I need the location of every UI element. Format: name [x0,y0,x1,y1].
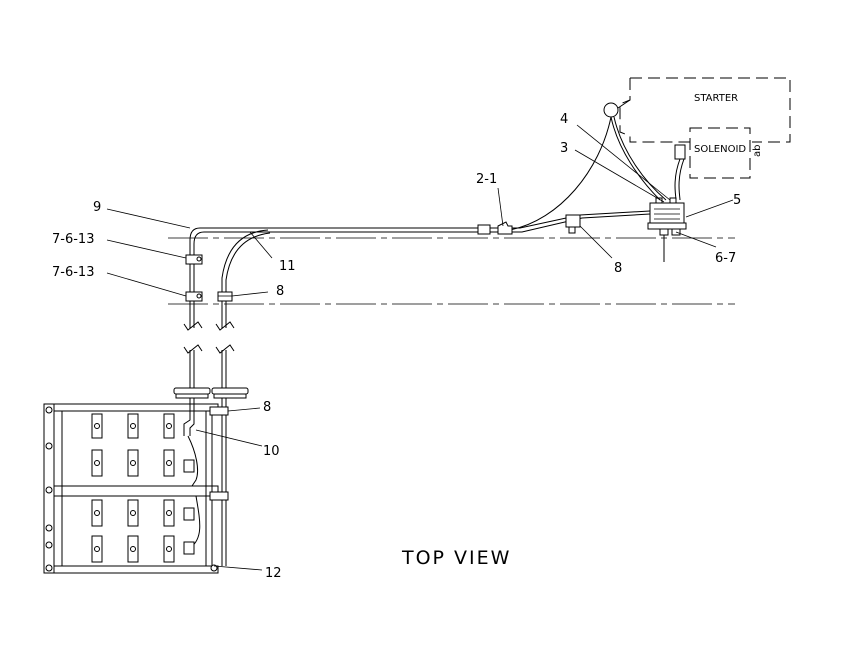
solenoid-side-mark: ab [752,145,763,157]
callout-11: 11 [279,259,296,274]
cable-breaks [183,321,235,388]
callout-9: 9 [93,200,101,215]
callout-2-1: 2-1 [476,172,497,187]
callout-12: 12 [265,566,282,581]
callout-3: 3 [560,141,568,156]
callout-10: 10 [263,444,280,459]
solenoid-label: SOLENOID [694,144,746,155]
clips-upper [185,254,233,302]
view-title: TOP VIEW [401,547,511,569]
starter-outline [603,77,791,143]
leader-lines [106,124,734,571]
callout-8-relay: 8 [614,261,622,276]
main-harness [189,210,651,328]
callout-7-6-13-upper: 7-6-13 [52,232,94,247]
junction-block [647,197,687,262]
grommets [173,387,249,399]
callout-4: 4 [560,112,568,127]
callout-5: 5 [733,193,741,208]
callout-6-7: 6-7 [715,251,736,266]
starter-cables [509,116,685,231]
callout-8-clip: 8 [276,284,284,299]
reference-lines [168,237,735,305]
battery-cables [183,398,229,566]
starter-label: STARTER [694,93,738,104]
callout-7-6-13-lower: 7-6-13 [52,265,94,280]
callout-8-box: 8 [263,400,271,415]
battery-box [43,403,219,574]
